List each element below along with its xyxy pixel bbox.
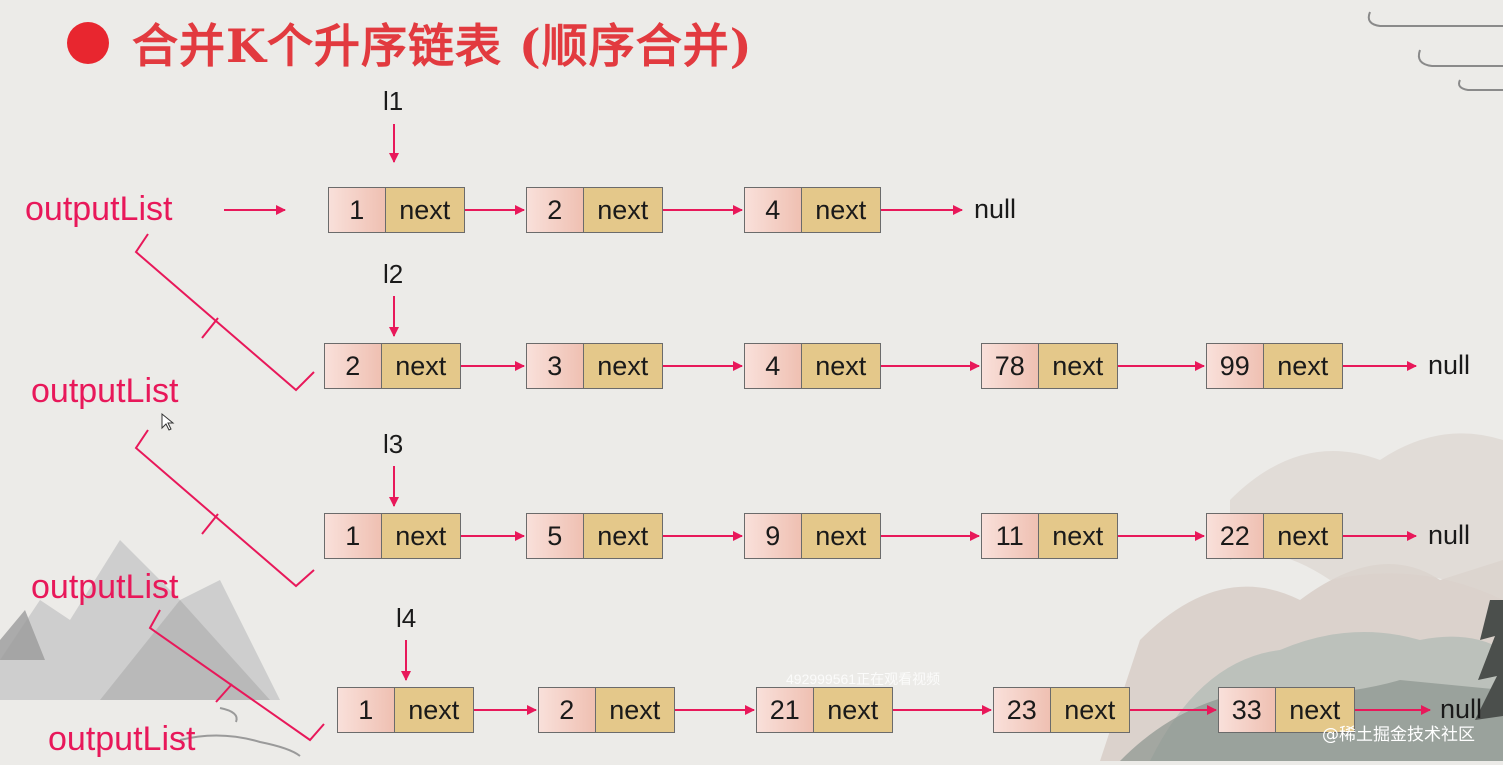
node-next-label: next [583, 514, 662, 558]
node-value: 11 [982, 514, 1039, 558]
list-node: 2 next [526, 187, 663, 233]
node-value: 1 [329, 188, 386, 232]
pointer-label-l2: l2 [383, 259, 404, 289]
node-value: 23 [994, 688, 1051, 732]
output-list-label: outputList [48, 720, 196, 758]
node-next-label: next [583, 188, 662, 232]
node-next-label: next [1038, 514, 1117, 558]
tree-shape [1475, 600, 1503, 720]
null-label: null [1428, 350, 1471, 380]
list-node: 22 next [1206, 513, 1343, 559]
node-value: 99 [1207, 344, 1264, 388]
list-node: 3 next [526, 343, 663, 389]
node-next-label: next [813, 688, 892, 732]
node-next-label: next [381, 344, 460, 388]
cloud-swirl [1417, 49, 1503, 67]
null-label: null [1428, 520, 1471, 550]
node-value: 22 [1207, 514, 1264, 558]
node-next-label: next [1263, 514, 1342, 558]
cloud-swirl [219, 707, 238, 723]
list-node: 78 next [981, 343, 1118, 389]
null-label: null [974, 194, 1017, 224]
list-node: 4 next [744, 187, 881, 233]
node-next-label: next [394, 688, 473, 732]
node-value: 2 [539, 688, 596, 732]
node-value: 33 [1219, 688, 1276, 732]
node-value: 4 [745, 188, 802, 232]
list-node: 21 next [756, 687, 893, 733]
node-value: 2 [527, 188, 584, 232]
merge-bracket [148, 609, 325, 742]
pointer-label-l3: l3 [383, 429, 404, 459]
null-label: null [1440, 694, 1483, 724]
output-list-label: outputList [31, 568, 179, 606]
pointer-label-l4: l4 [396, 603, 417, 633]
merge-bracket-tick [201, 513, 219, 535]
node-next-label: next [1263, 344, 1342, 388]
node-value: 2 [325, 344, 382, 388]
output-list-label: outputList [31, 372, 179, 410]
node-next-label: next [801, 344, 880, 388]
node-value: 21 [757, 688, 814, 732]
pointer-label-l1: l1 [383, 86, 404, 116]
node-next-label: next [595, 688, 674, 732]
merge-bracket [134, 233, 315, 392]
list-node: 9 next [744, 513, 881, 559]
cloud-swirl [1367, 11, 1503, 27]
slide-title: 合并K个升序链表 (顺序合并) [132, 19, 753, 73]
merge-bracket-tick [215, 683, 233, 703]
node-value: 3 [527, 344, 584, 388]
list-node: 4 next [744, 343, 881, 389]
node-value: 9 [745, 514, 802, 558]
brand-watermark: @稀土掘金技术社区 [1322, 725, 1475, 745]
node-next-label: next [801, 188, 880, 232]
list-node: 1 next [328, 187, 465, 233]
cursor-icon [161, 412, 175, 431]
list-node: 1 next [337, 687, 474, 733]
title-bullet [67, 22, 109, 64]
cloud-swirl [1458, 79, 1503, 91]
node-next-label: next [583, 344, 662, 388]
node-value: 1 [325, 514, 382, 558]
list-node: 2 next [324, 343, 461, 389]
merge-bracket-tick [201, 317, 219, 339]
node-value: 78 [982, 344, 1039, 388]
node-next-label: next [801, 514, 880, 558]
output-list-label: outputList [25, 190, 173, 228]
cloud-swirl [179, 734, 301, 757]
node-next-label: next [1275, 688, 1354, 732]
node-next-label: next [381, 514, 460, 558]
node-value: 5 [527, 514, 584, 558]
list-node: 33 next [1218, 687, 1355, 733]
node-next-label: next [1050, 688, 1129, 732]
mountain-shape [0, 610, 45, 660]
node-value: 1 [338, 688, 395, 732]
viewer-watermark: 492999561正在观看视频 [786, 671, 941, 687]
list-node: 5 next [526, 513, 663, 559]
node-value: 4 [745, 344, 802, 388]
list-node: 1 next [324, 513, 461, 559]
node-next-label: next [385, 188, 464, 232]
list-node: 23 next [993, 687, 1130, 733]
list-node: 99 next [1206, 343, 1343, 389]
merge-bracket [134, 429, 315, 588]
mountain-shape [100, 600, 270, 700]
list-node: 2 next [538, 687, 675, 733]
list-node: 11 next [981, 513, 1118, 559]
node-next-label: next [1038, 344, 1117, 388]
